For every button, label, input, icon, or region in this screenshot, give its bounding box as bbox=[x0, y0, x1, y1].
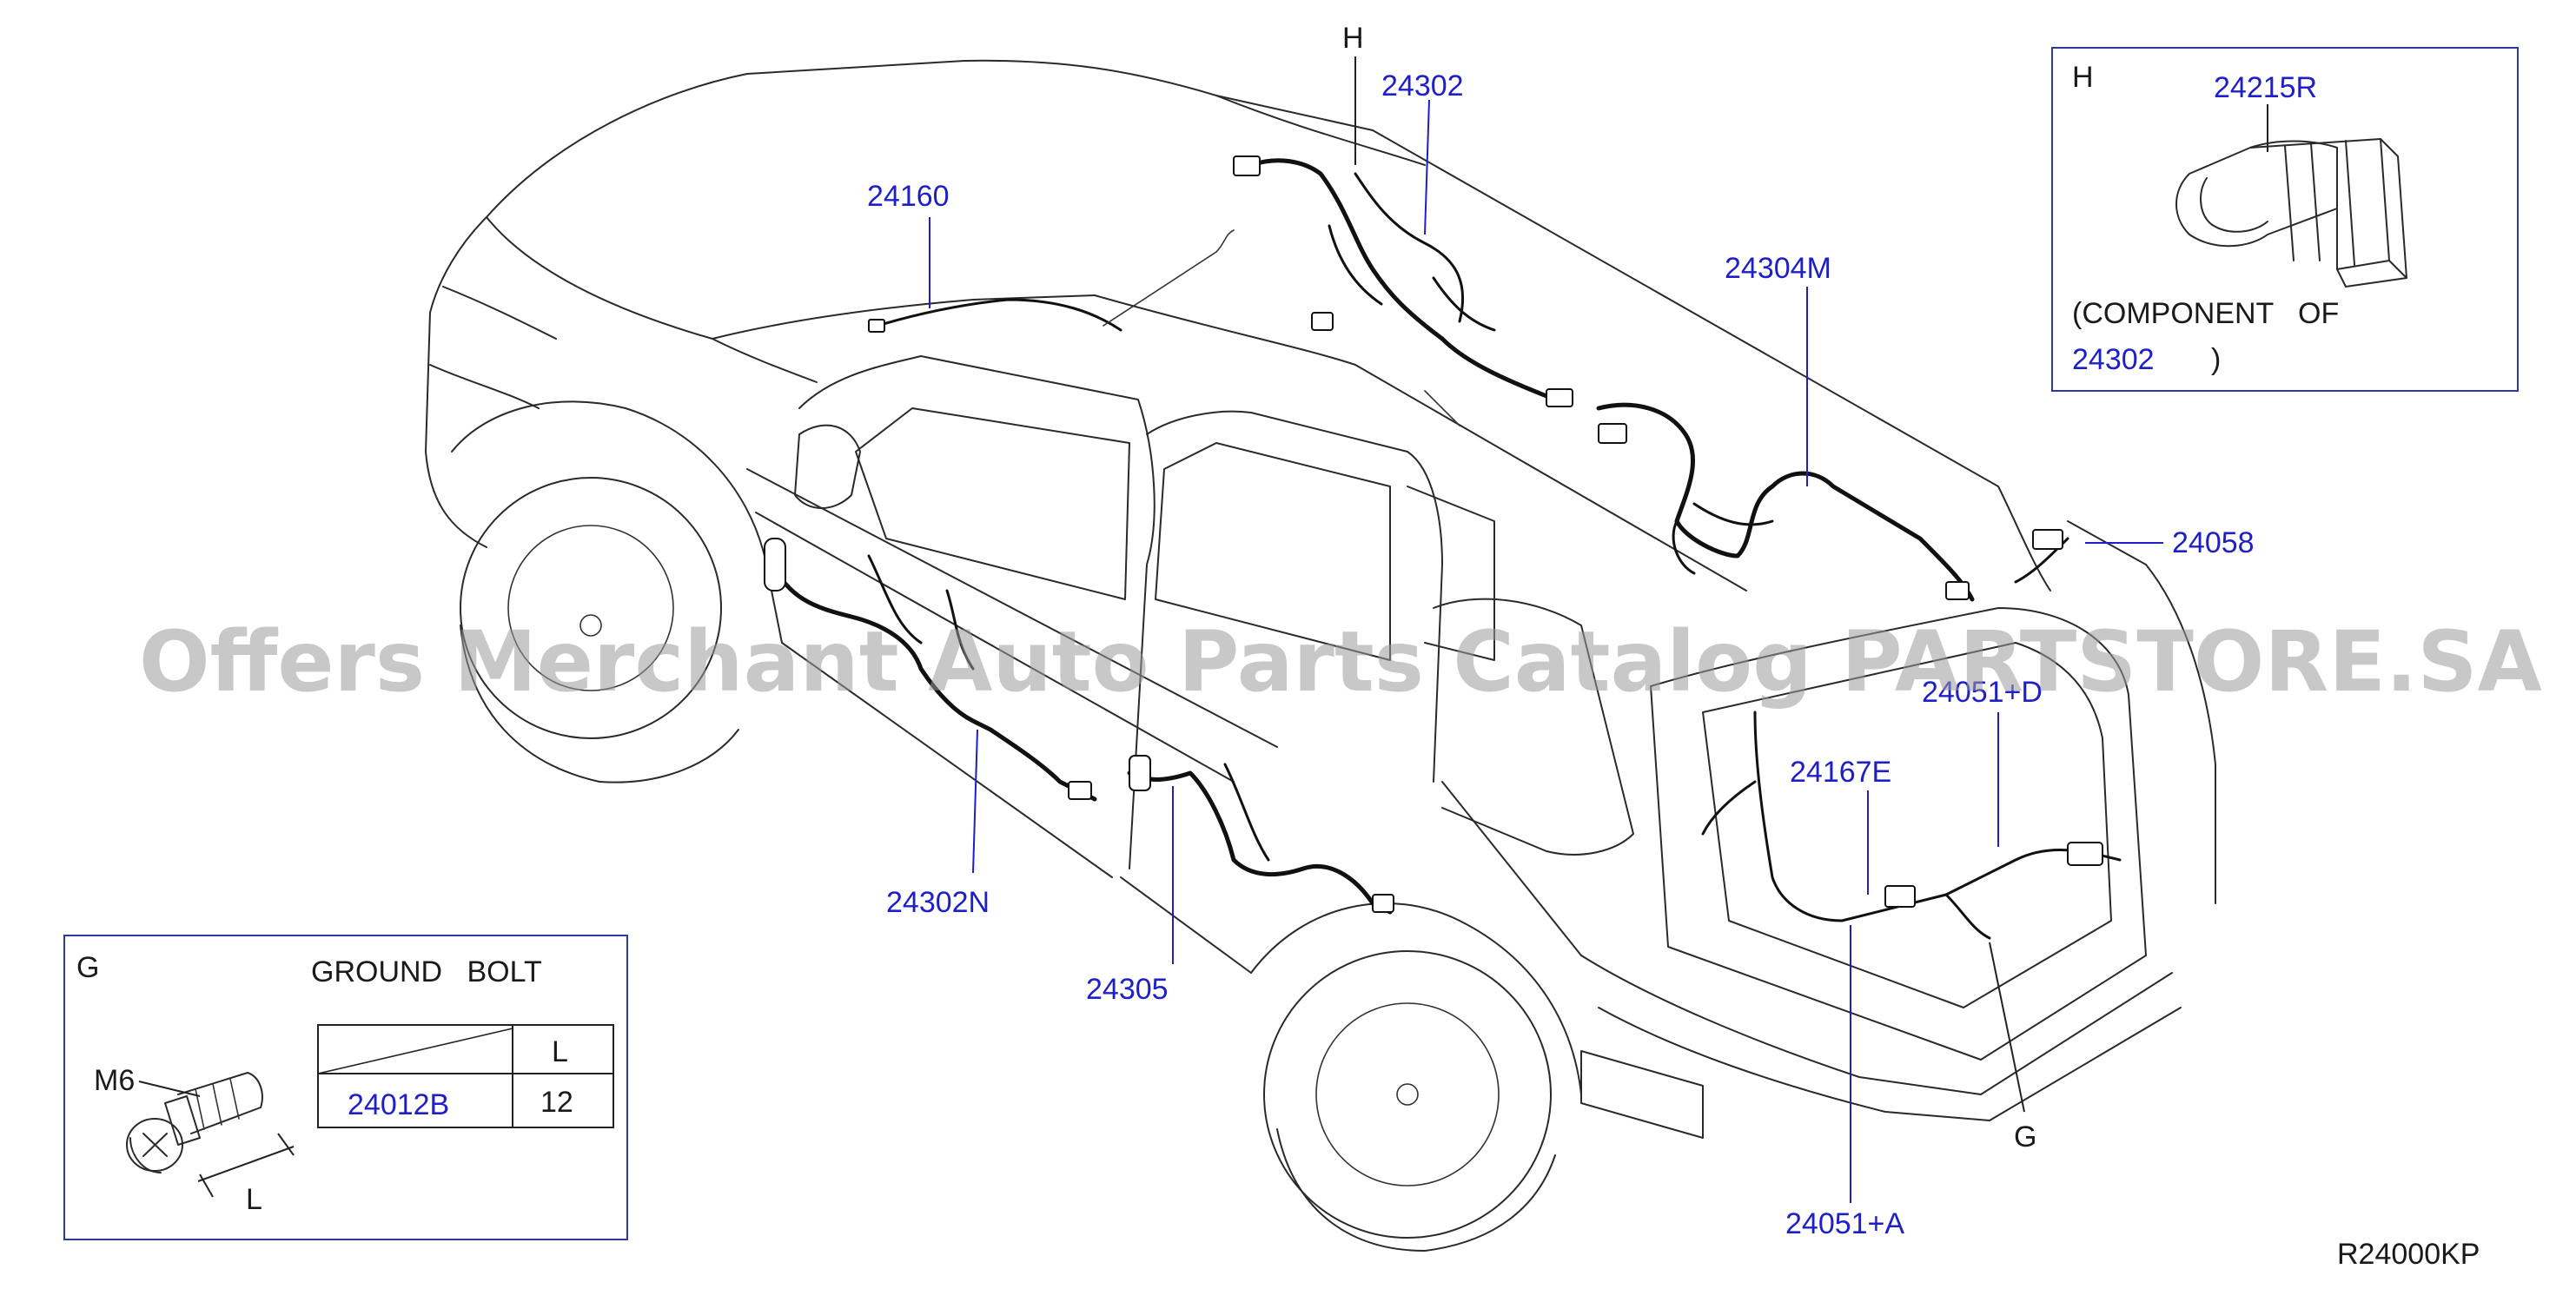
bolt-thread-label: M6 bbox=[94, 1064, 135, 1097]
clip-component-icon bbox=[2175, 138, 2407, 288]
table-header-l: L bbox=[552, 1035, 568, 1068]
inset-h-note-part: 24302 bbox=[2072, 343, 2155, 376]
ground-bolt-icon bbox=[126, 1072, 295, 1198]
callouts: H 24302 24160 24304M 24058 24051+D 24167… bbox=[867, 22, 2480, 1271]
callout-h: H bbox=[1342, 22, 1364, 55]
harness-rear bbox=[1701, 529, 2122, 940]
callout-24167e: 24167E bbox=[1790, 756, 1891, 789]
inset-h: H 24215R (COMPONENT OF 24302 ) bbox=[2051, 47, 2519, 392]
callout-24051d: 24051+D bbox=[1922, 676, 2043, 709]
harness-24304M bbox=[1424, 390, 1975, 602]
watermark: Offers Merchant Auto Parts Catalog PARTS… bbox=[139, 613, 2542, 711]
connector bbox=[1372, 894, 1394, 913]
callout-24058: 24058 bbox=[2172, 526, 2255, 559]
inset-h-note-close: ) bbox=[2211, 343, 2221, 376]
connector bbox=[868, 319, 885, 333]
bolt-length-label: L bbox=[246, 1183, 262, 1216]
connector bbox=[1884, 885, 1916, 908]
connector bbox=[764, 538, 786, 592]
connector bbox=[1068, 781, 1092, 800]
callout-24305: 24305 bbox=[1086, 973, 1169, 1006]
inset-g-title: GROUND BOLT bbox=[311, 955, 542, 988]
harness-24302N bbox=[764, 538, 1097, 802]
harness-roof bbox=[1233, 155, 1573, 407]
leader-lines bbox=[929, 56, 2163, 1203]
diagram-code: R24000KP bbox=[2337, 1238, 2480, 1271]
inset-g-letter: G bbox=[76, 951, 99, 984]
callout-24051a: 24051+A bbox=[1785, 1207, 1904, 1240]
harness-24160 bbox=[868, 229, 1235, 333]
connector-24058 bbox=[2032, 529, 2063, 550]
callout-24302: 24302 bbox=[1381, 69, 1464, 102]
harness-24305 bbox=[1127, 755, 1394, 915]
connector bbox=[2067, 842, 2103, 866]
inset-g: G GROUND BOLT L 24012B 12 M6 L bbox=[63, 935, 628, 1240]
table-length-value: 12 bbox=[540, 1086, 573, 1119]
callout-24160: 24160 bbox=[867, 180, 950, 213]
inset-h-letter: H bbox=[2072, 61, 2094, 94]
spec-table: L 24012B 12 bbox=[317, 1024, 614, 1128]
inset-h-part: 24215R bbox=[2214, 71, 2317, 104]
inset-h-note: (COMPONENT OF bbox=[2072, 297, 2339, 330]
connector bbox=[1945, 581, 1970, 600]
table-part: 24012B bbox=[348, 1088, 449, 1121]
callout-g: G bbox=[2014, 1120, 2036, 1153]
vehicle-outline bbox=[425, 59, 2216, 1252]
roof-connector bbox=[1546, 388, 1573, 407]
roof-connector bbox=[1233, 155, 1261, 176]
connector bbox=[1129, 755, 1151, 791]
callout-24302n: 24302N bbox=[886, 886, 990, 919]
roof-connector bbox=[1311, 312, 1334, 331]
connector bbox=[1598, 423, 1627, 444]
callout-24304m: 24304M bbox=[1725, 252, 1831, 285]
